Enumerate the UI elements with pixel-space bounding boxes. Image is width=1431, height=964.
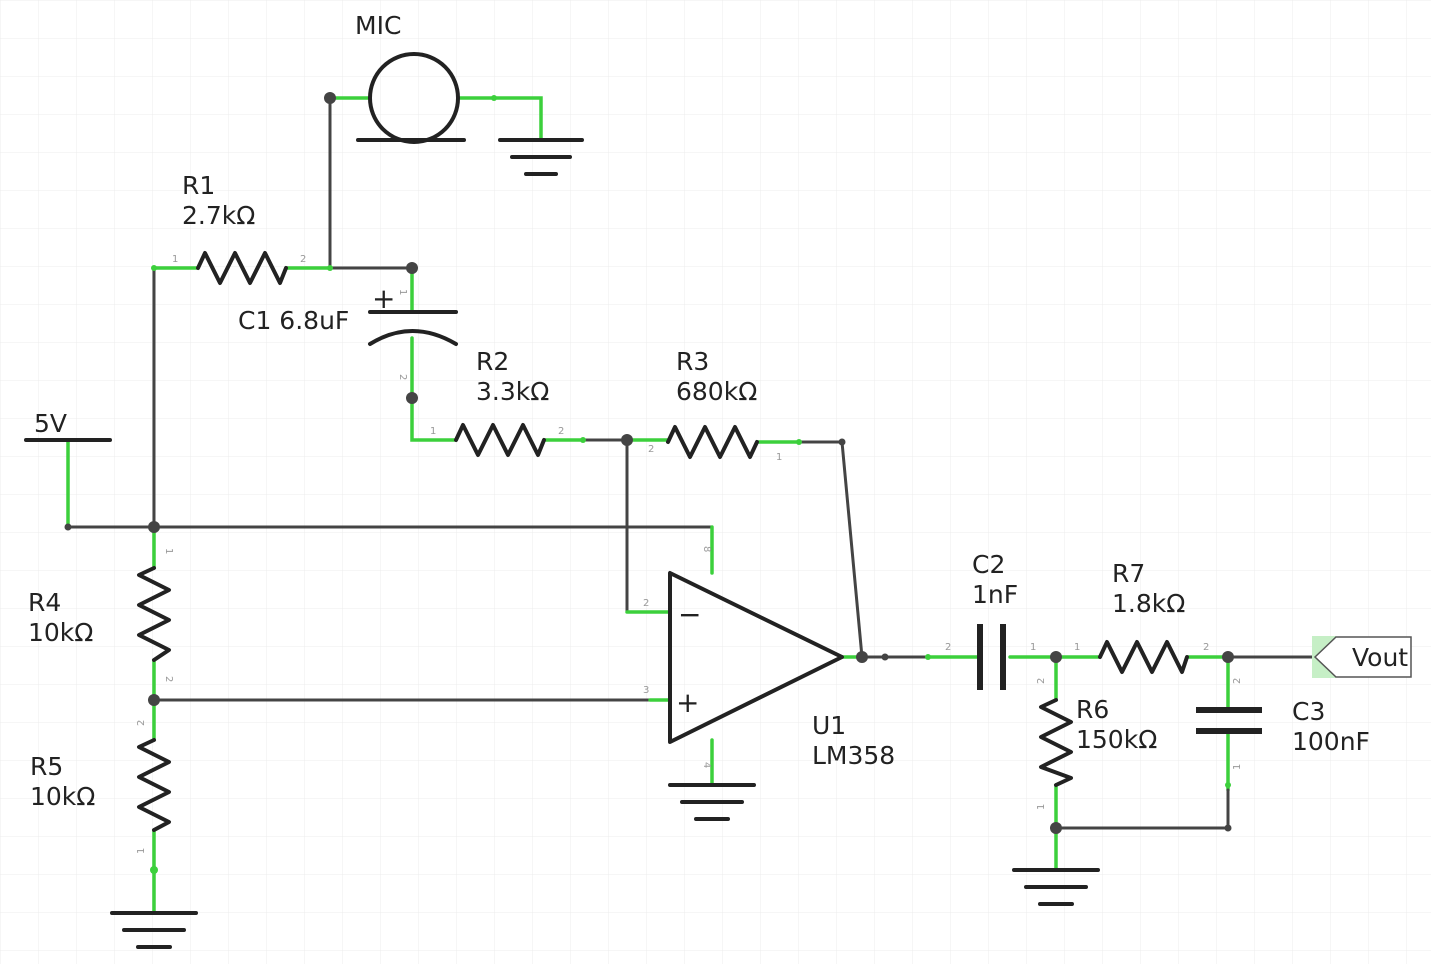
resistor-r1[interactable]: R1 2.7kΩ <box>182 171 288 285</box>
pin-number: 1 <box>163 548 174 554</box>
vout-port[interactable]: Vout <box>1312 636 1412 678</box>
ground-output <box>1012 868 1100 906</box>
endpoints <box>64 95 1232 874</box>
r1-value: 2.7kΩ <box>182 201 255 230</box>
resistor-r4[interactable]: R4 10kΩ <box>28 566 171 662</box>
pin-number: 1 <box>172 254 178 265</box>
resistor-r5[interactable]: R5 10kΩ <box>30 738 171 832</box>
pin-number: 1 <box>1036 804 1047 810</box>
pin-number: 2 <box>397 374 408 380</box>
opamp-inverting-sign: − <box>678 598 701 631</box>
pin-number: 1 <box>430 426 436 437</box>
pin-number: 2 <box>648 444 654 455</box>
r2-name: R2 <box>476 347 509 376</box>
ground-r5 <box>110 911 198 949</box>
u1-name: U1 <box>812 711 846 740</box>
pin-number: 1 <box>397 289 408 295</box>
pin-number: 4 <box>701 762 712 768</box>
capacitor-c3[interactable]: C3 100nF <box>1196 697 1370 756</box>
resistor-r7[interactable]: R7 1.8kΩ <box>1098 559 1189 674</box>
ground-mic <box>498 138 584 176</box>
r2-value: 3.3kΩ <box>476 377 549 406</box>
pin-number: 2 <box>300 254 306 265</box>
pin-number: 1 <box>776 452 782 463</box>
r4-name: R4 <box>28 588 61 617</box>
r3-value: 680kΩ <box>676 377 757 406</box>
pin-leads <box>66 96 1230 914</box>
c1-label: C1 6.8uF <box>238 306 349 335</box>
vout-label: Vout <box>1352 643 1408 672</box>
wires <box>66 96 1317 830</box>
pin-number: 2 <box>643 598 649 609</box>
opamp-noninverting-sign: + <box>676 686 699 719</box>
r6-value: 150kΩ <box>1076 725 1157 754</box>
c2-value: 1nF <box>972 580 1018 609</box>
c3-name: C3 <box>1292 697 1325 726</box>
pin-number: 2 <box>945 642 951 653</box>
c2-name: C2 <box>972 550 1005 579</box>
supply-5v: 5V <box>24 409 112 442</box>
capacitor-c2[interactable]: C2 1nF <box>972 550 1018 690</box>
r7-name: R7 <box>1112 559 1145 588</box>
r4-value: 10kΩ <box>28 618 93 647</box>
pin-number: 1 <box>136 848 147 854</box>
r1-name: R1 <box>182 171 215 200</box>
capacitor-c1[interactable]: + C1 6.8uF <box>238 282 458 346</box>
resistor-r3[interactable]: R3 680kΩ <box>666 347 759 459</box>
pin-number: 2 <box>1036 678 1047 684</box>
pin-number: 2 <box>558 426 564 437</box>
microphone[interactable]: MIC <box>355 11 466 144</box>
r5-value: 10kΩ <box>30 782 95 811</box>
c3-value: 100nF <box>1292 727 1370 756</box>
pin-number: 2 <box>1203 642 1209 653</box>
r7-value: 1.8kΩ <box>1112 589 1185 618</box>
pin-number: 3 <box>643 685 649 696</box>
pin-number: 2 <box>136 720 147 726</box>
pin-number: 2 <box>163 676 174 682</box>
pin-number: 2 <box>1232 678 1243 684</box>
ground-opamp <box>668 783 756 821</box>
c1-polarity: + <box>372 282 395 315</box>
pin-number: 1 <box>1074 642 1080 653</box>
mic-label: MIC <box>355 11 401 40</box>
resistor-r6[interactable]: R6 150kΩ <box>1039 695 1157 787</box>
r5-name: R5 <box>30 752 63 781</box>
pin-number: 1 <box>1232 764 1243 770</box>
supply-label: 5V <box>34 409 67 438</box>
pin-numbers: 1 2 1 2 1 2 2 1 1 2 2 1 8 2 3 4 2 1 1 2 … <box>136 254 1243 854</box>
r6-name: R6 <box>1076 695 1109 724</box>
u1-part: LM358 <box>812 741 895 770</box>
resistor-r2[interactable]: R2 3.3kΩ <box>454 347 549 457</box>
pin-number: 8 <box>701 546 712 552</box>
r3-name: R3 <box>676 347 709 376</box>
junction-nodes <box>148 92 1234 834</box>
pin-number: 1 <box>1030 642 1036 653</box>
opamp-u1[interactable]: − + U1 LM358 <box>668 571 895 770</box>
